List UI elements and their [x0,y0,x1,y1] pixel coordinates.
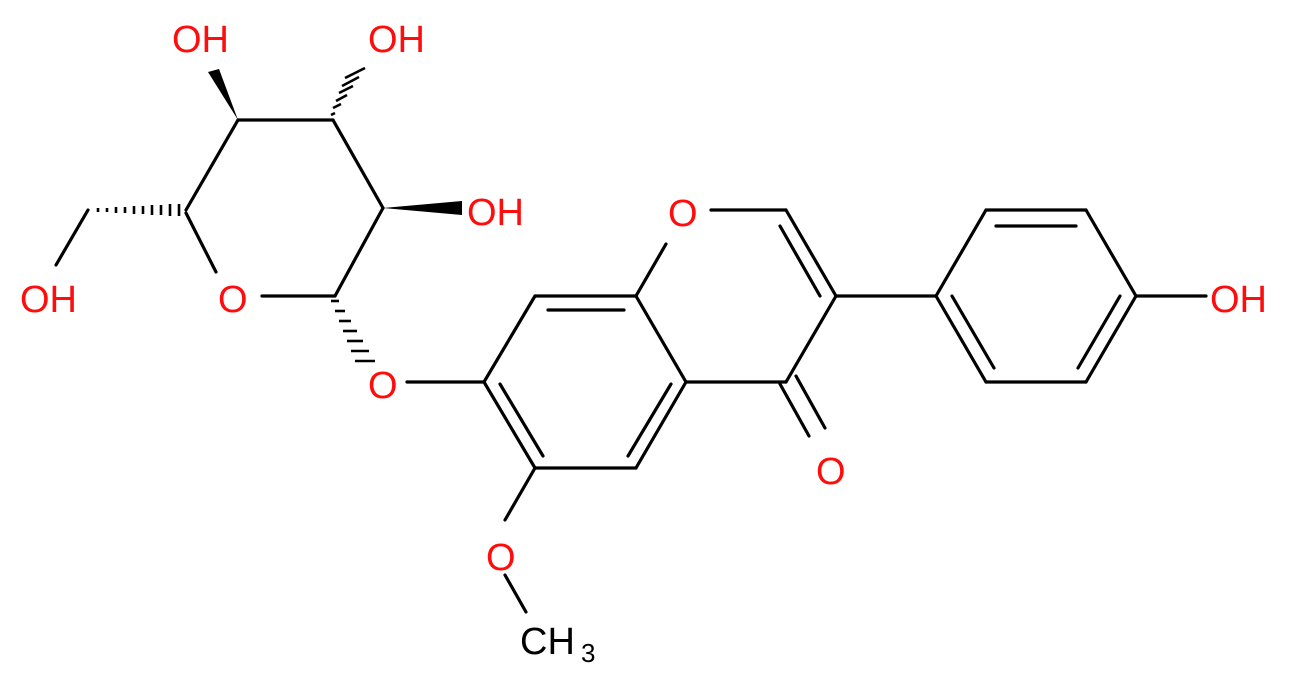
bond-c5-c2 [184,118,240,212]
hash-c1-o [331,299,375,363]
oxygen-label-methoxy: O [486,537,516,579]
bond-carbonyl-2 [794,374,827,430]
bond-c6-ometh [503,466,537,522]
methyl-label: CH [520,621,575,663]
hydroxyl-label-c2: OH [172,19,229,61]
bond-ch2-oh [54,208,90,267]
glucose-ring-bonds [184,118,385,298]
bond-c3-c4 [331,118,385,210]
bond-c4-c1 [333,206,385,298]
wedge-c2-oh [208,69,238,120]
hydroxyphenyl-ring [934,208,1138,384]
wedge-c4-oh [383,201,462,215]
oxygen-label-carbonyl: O [816,451,846,493]
hash-c3-oh [330,66,366,117]
oxygen-label-pyranose: O [218,279,248,321]
hydroxyl-label-c4: OH [467,192,524,234]
hydroxyl-label-phenol: OH [1210,279,1267,321]
bond-oring-c5 [184,211,218,274]
oxygen-label-chromone: O [668,193,698,235]
bond-carbonyl-1 [778,382,811,438]
hash-c5-ch2 [96,204,181,216]
hydroxyl-label-c3: OH [368,19,425,61]
methyl-subscript: 3 [581,638,595,668]
chromone-benzo-ring [482,294,688,470]
oxygen-label-glycosidic: O [368,365,398,407]
bond-ometh-ch3 [503,573,528,614]
hydroxyl-label-ch2oh: OH [20,279,77,321]
chromone-pyranone-ring [634,208,838,384]
